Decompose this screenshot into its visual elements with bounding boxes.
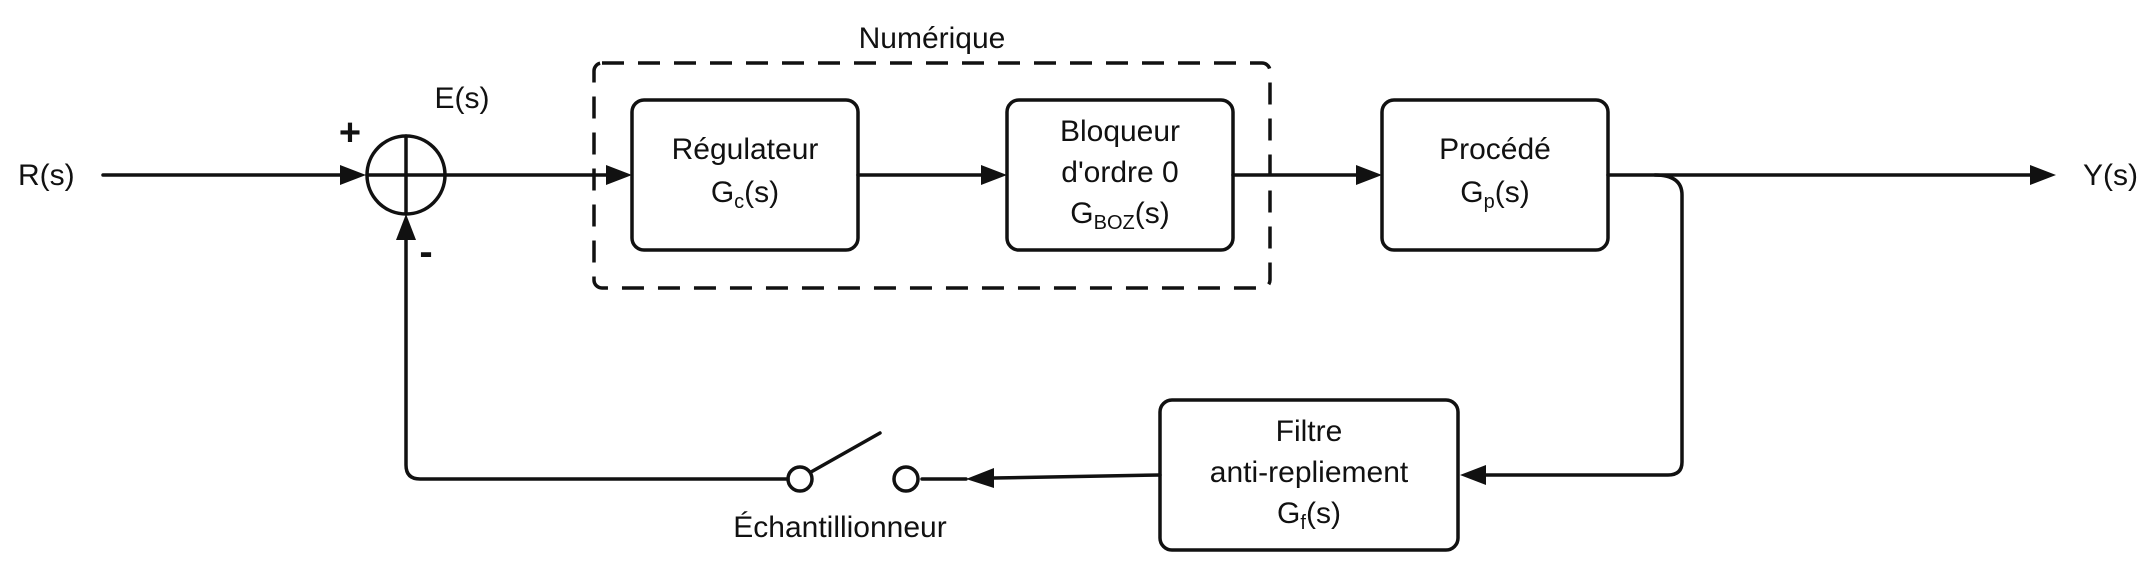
zoh-name-line1: Bloqueur (1060, 115, 1180, 148)
filter-input-arrowhead (1460, 465, 1486, 485)
feedback-return-wire (404, 238, 790, 481)
process-block: Procédé Gp(s) (1380, 98, 1610, 252)
plus-sign: + (339, 112, 361, 154)
digital-group-label: Numérique (859, 22, 1006, 55)
regulator-transfer-function: Gc(s) (711, 176, 779, 213)
regulator-block: Régulateur Gc(s) (630, 98, 860, 252)
filter-name-line2: anti-repliement (1210, 456, 1409, 489)
zoh-block: Bloqueur d'ordre 0 GBOZ(s) (1005, 98, 1235, 252)
sampler-label: Échantillionneur (733, 511, 946, 544)
error-signal-label: E(s) (435, 82, 490, 115)
sampler-switch (786, 431, 920, 493)
process-input-arrowhead (1356, 165, 1382, 185)
input-signal-label: R(s) (18, 159, 75, 192)
minus-sign: - (419, 230, 432, 274)
filter-output-wire (992, 473, 1162, 480)
input-arrowhead (340, 165, 366, 185)
zoh-transfer-function: GBOZ(s) (1070, 197, 1169, 234)
zoh-name-line2: d'ordre 0 (1061, 156, 1178, 189)
zoh-input-arrowhead (981, 165, 1007, 185)
antialias-filter-block: Filtre anti-repliement Gf(s) (1158, 398, 1460, 552)
junction-feedback-arrowhead (396, 214, 416, 240)
summing-junction (365, 134, 447, 216)
output-arrowhead (2030, 165, 2056, 185)
filter-name-line1: Filtre (1276, 415, 1343, 448)
sampler-switch-arm (809, 431, 882, 474)
regulator-input-arrowhead (606, 165, 632, 185)
regulator-name: Régulateur (672, 133, 819, 166)
sampler-right-contact (892, 465, 920, 493)
process-transfer-function: Gp(s) (1460, 176, 1529, 213)
sampler-input-arrowhead (966, 468, 994, 488)
output-signal-label: Y(s) (2083, 159, 2138, 192)
sampler-left-contact (786, 465, 814, 493)
filter-transfer-function: Gf(s) (1277, 497, 1341, 534)
process-name: Procédé (1439, 133, 1551, 166)
feedback-branch-wire (1484, 173, 1684, 477)
